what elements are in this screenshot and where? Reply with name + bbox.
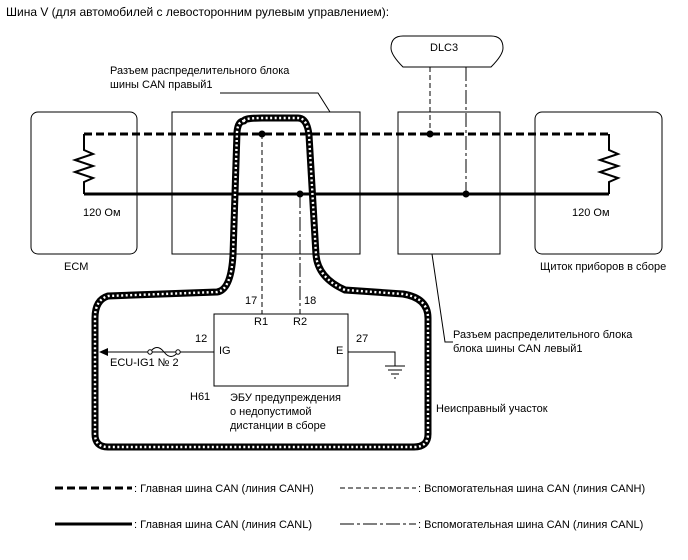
ecu-canh-junction: [258, 130, 266, 138]
pin-ig-number: 12: [195, 333, 207, 345]
legend-sub-canl-label: : Вспомогательная шина CAN (линия CANL): [418, 519, 643, 531]
fuse-icon: [149, 347, 179, 357]
junction-right-leader: [220, 92, 331, 113]
pin-ig-label: IG: [219, 345, 231, 357]
ecu-box: [213, 313, 349, 387]
ecu-name-line-1: ЭБУ предупреждения: [230, 392, 341, 404]
ground-icon: [385, 365, 405, 379]
legend-main-canh-label: : Главная шина CAN (линия CANH): [134, 483, 314, 495]
junction-left-box: [397, 111, 501, 255]
diagram-title: Шина V (для автомобилей с левосторонним …: [6, 5, 389, 19]
pin-r1-label: R1: [254, 316, 268, 328]
ecu-connector-label: H61: [190, 391, 210, 403]
pin-e-label: E: [336, 345, 343, 357]
junction-right-label-2: шины CAN правый1: [110, 79, 213, 91]
ecu-name-line-2: о недопустимой: [230, 406, 312, 418]
fuse-terminal-left: [147, 349, 153, 355]
legend-sub-canh-label: : Вспомогательная шина CAN (линия CANH): [418, 483, 645, 495]
legend-main-canl-label: : Главная шина CAN (линия CANL): [134, 519, 312, 531]
pin-r1-number: 17: [245, 295, 257, 307]
dlc3-canh-junction: [426, 130, 434, 138]
fault-area-label: Неисправный участок: [436, 403, 548, 415]
ecu-canl-junction: [296, 190, 304, 198]
left-resistor-label: 120 Ом: [83, 207, 121, 219]
pin-e-number: 27: [356, 333, 368, 345]
instrument-panel-label: Щиток приборов в сборе: [540, 261, 666, 273]
pin-r2-label: R2: [293, 316, 307, 328]
junction-right-box: [171, 111, 361, 255]
junction-left-label-1: Разъем распределительного блока: [453, 329, 633, 341]
dlc3-label: DLC3: [430, 42, 458, 54]
junction-left-label-2: блока шины CAN левый1: [453, 343, 583, 355]
left-resistor: [71, 134, 97, 194]
ecm-box: [30, 111, 138, 255]
pin-r2-number: 18: [304, 295, 316, 307]
fuse-terminal-right: [175, 349, 181, 355]
ecu-name-line-3: дистанции в сборе: [230, 420, 326, 432]
ig-wire-arrow-icon: [99, 348, 108, 356]
fault-area-outline: [91, 114, 432, 451]
ground-wire: [348, 351, 396, 366]
right-resistor: [596, 134, 622, 194]
instrument-panel-box: [534, 111, 663, 255]
junction-left-leader: [431, 253, 453, 343]
junction-right-label-1: Разъем распределительного блока: [110, 65, 290, 77]
right-resistor-label: 120 Ом: [572, 207, 610, 219]
dlc3-canl-junction: [462, 190, 470, 198]
ecm-label: ECM: [64, 261, 88, 273]
power-source-label: ECU-IG1 № 2: [110, 357, 179, 369]
dlc3-connector: [390, 35, 504, 68]
